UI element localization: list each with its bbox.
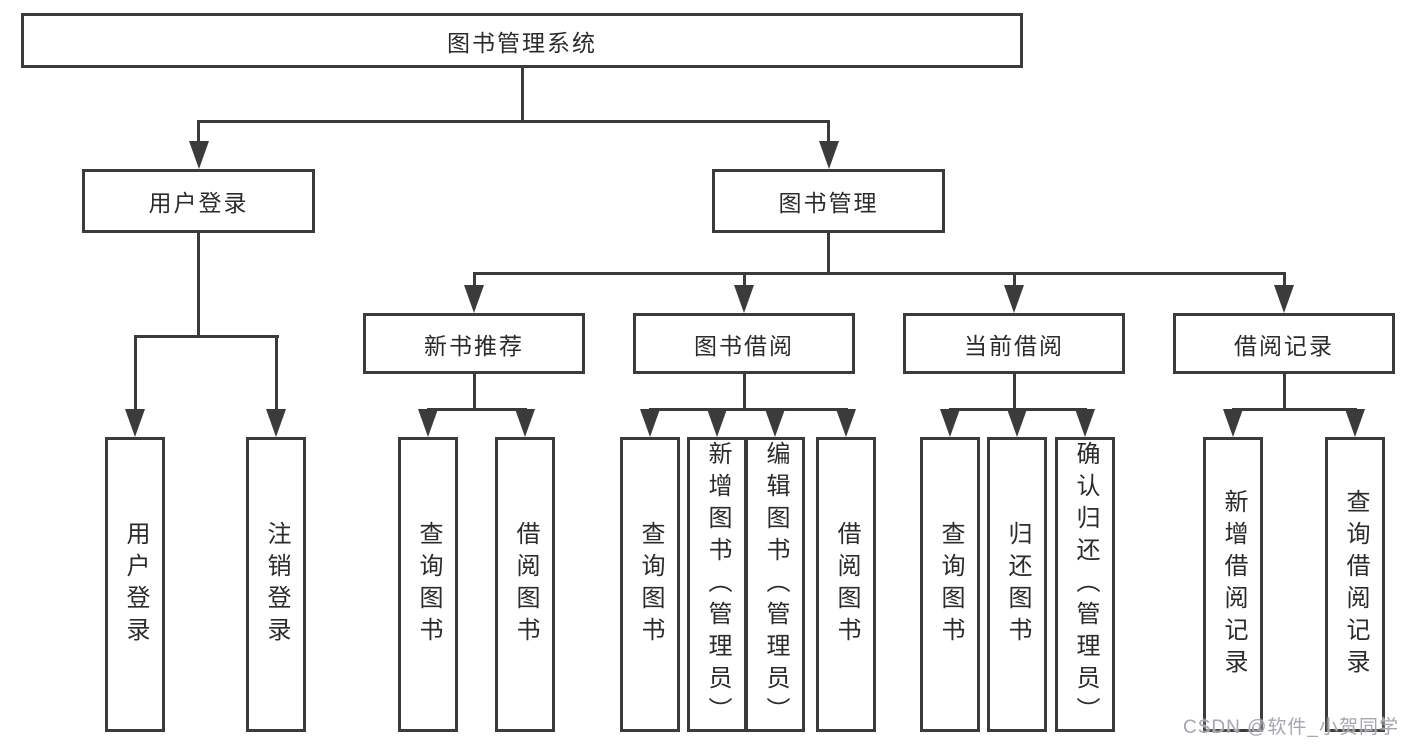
connector-stem (472, 272, 476, 287)
connector-rail (426, 408, 527, 411)
arrow-down-icon (836, 409, 856, 437)
leaf-edit-book-admin: 编辑图书（管理员） (745, 437, 805, 732)
node-user-login-label: 用户登录 (148, 190, 249, 216)
node-book-borrow-label: 图书借阅 (694, 332, 794, 359)
leaf-logout: 注销登录 (246, 437, 306, 732)
connector-stem (1282, 272, 1286, 287)
node-new-book-recommend-label: 新书推荐 (424, 332, 524, 359)
leaf-add-book-admin-label: 新增图书（管理员） (704, 440, 731, 729)
connector-rail (133, 335, 279, 338)
connector-stem (197, 233, 200, 335)
node-book-borrow: 图书借阅 (633, 313, 855, 374)
leaf-add-borrow-record: 新增借阅记录 (1203, 437, 1263, 732)
watermark: CSDN @软件_小贺同学 (1183, 717, 1399, 738)
node-current-borrow: 当前借阅 (903, 313, 1125, 374)
connector-stem (197, 120, 200, 143)
leaf-add-book-admin: 新增图书（管理员） (687, 437, 747, 732)
connector-stem (742, 272, 746, 287)
leaf-query-borrow-record-label: 查询借阅记录 (1342, 488, 1369, 681)
arrow-down-icon (188, 141, 209, 169)
node-borrow-record: 借阅记录 (1173, 313, 1395, 374)
arrow-down-icon (1007, 409, 1027, 437)
leaf-user-login-label: 用户登录 (122, 520, 149, 649)
leaf-add-borrow-record-label: 新增借阅记录 (1220, 488, 1247, 681)
arrow-down-icon (266, 409, 286, 437)
leaf-return-book-label: 归还图书 (1004, 520, 1031, 649)
leaf-query-book-1: 查询图书 (398, 437, 458, 732)
connector-stem (827, 120, 830, 143)
node-new-book-recommend: 新书推荐 (363, 313, 585, 374)
arrow-down-icon (515, 409, 535, 437)
arrow-down-icon (734, 285, 754, 313)
connector-stem (1012, 374, 1016, 408)
arrow-down-icon (1075, 409, 1095, 437)
arrow-down-icon (818, 141, 839, 169)
arrow-down-icon (1345, 409, 1365, 437)
node-current-borrow-label: 当前借阅 (964, 332, 1064, 359)
arrow-down-icon (464, 285, 484, 313)
leaf-query-book-3-label: 查询图书 (937, 520, 964, 649)
connector-rail (1231, 408, 1357, 411)
arrow-down-icon (125, 409, 145, 437)
arrow-down-icon (1274, 285, 1294, 313)
node-root-system: 图书管理系统 (21, 13, 1023, 68)
arrow-down-icon (640, 409, 660, 437)
connector-stem (742, 374, 746, 408)
leaf-borrow-book-1: 借阅图书 (495, 437, 555, 732)
connector-level2-rail (197, 120, 830, 123)
node-root-system-label: 图书管理系统 (447, 29, 597, 56)
connector-rail (648, 408, 848, 411)
arrow-down-icon (707, 409, 727, 437)
leaf-user-login: 用户登录 (105, 437, 165, 732)
arrow-down-icon (765, 409, 785, 437)
leaf-logout-label: 注销登录 (263, 520, 290, 649)
node-borrow-record-label: 借阅记录 (1234, 332, 1334, 359)
leaf-query-book-1-label: 查询图书 (415, 520, 442, 649)
node-book-management-label: 图书管理 (778, 190, 879, 216)
leaf-query-borrow-record: 查询借阅记录 (1325, 437, 1385, 732)
leaf-confirm-return-admin: 确认归还（管理员） (1055, 437, 1115, 732)
connector-stem (1282, 374, 1286, 408)
connector-stem (1012, 272, 1016, 287)
leaf-borrow-book-1-label: 借阅图书 (512, 520, 539, 649)
connector-level3-rail (472, 272, 1286, 275)
node-book-management: 图书管理 (712, 169, 945, 233)
leaf-return-book: 归还图书 (987, 437, 1047, 732)
leaf-edit-book-admin-label: 编辑图书（管理员） (762, 440, 789, 729)
connector-stem (472, 374, 476, 408)
leaf-query-book-2: 查询图书 (620, 437, 680, 732)
leaf-borrow-book-2: 借阅图书 (816, 437, 876, 732)
connector-stem (274, 335, 278, 411)
connector-stem (827, 233, 830, 272)
arrow-down-icon (1004, 285, 1024, 313)
arrow-down-icon (418, 409, 438, 437)
arrow-down-icon (940, 409, 960, 437)
connector-stem (133, 335, 137, 411)
leaf-query-book-3: 查询图书 (920, 437, 980, 732)
node-user-login: 用户登录 (82, 169, 315, 233)
leaf-borrow-book-2-label: 借阅图书 (833, 520, 860, 649)
leaf-query-book-2-label: 查询图书 (637, 520, 664, 649)
leaf-confirm-return-admin-label: 确认归还（管理员） (1072, 440, 1099, 729)
arrow-down-icon (1223, 409, 1243, 437)
connector-root-stem (520, 68, 524, 120)
